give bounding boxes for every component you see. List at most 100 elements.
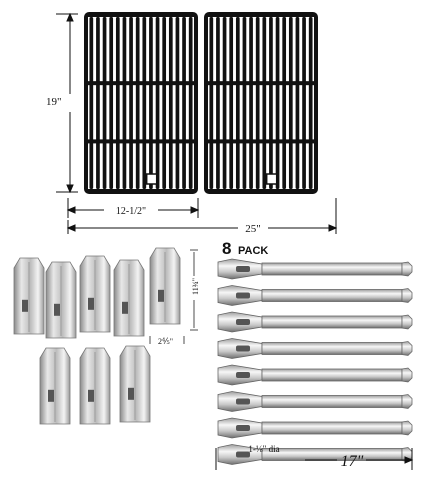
heat-plate-slot: [128, 387, 134, 400]
grate-bar: [102, 17, 107, 189]
grate-crossbar: [86, 81, 196, 86]
grate-bar: [129, 17, 133, 189]
grate-crossbar: [206, 81, 316, 86]
burner-tube: [217, 285, 413, 306]
grate-bar: [262, 17, 267, 189]
grate-bar: [269, 17, 273, 189]
heat-plate-slot: [54, 303, 60, 316]
grate-bar: [229, 17, 234, 189]
grate-crossbar: [86, 139, 196, 144]
grate-bar: [308, 17, 313, 189]
burner-tube: [217, 364, 413, 386]
grate-bar: [182, 17, 186, 189]
grate-bar: [89, 17, 94, 189]
heat-plate-slot: [88, 297, 94, 310]
heat-plate-slot: [48, 389, 54, 402]
burner-air-shutter: [236, 292, 250, 299]
grate-tab: [145, 173, 158, 185]
cooking-grates: [84, 12, 318, 194]
heat-plate-height-dimension: [190, 249, 198, 331]
heat-plate: [39, 347, 71, 425]
burner-body: [261, 315, 403, 329]
cooking-grate-right: [204, 12, 318, 194]
heat-plate: [79, 255, 111, 333]
burner-air-shutter: [236, 451, 250, 458]
burner-body: [261, 448, 403, 461]
arrow-right-icon: [328, 224, 338, 232]
heat-plate-width-label: 2⅘": [158, 337, 173, 346]
grate-bar: [302, 17, 306, 189]
burner-end: [401, 394, 413, 409]
burner-air-shutter: [236, 372, 250, 378]
burner-tube: [217, 391, 413, 412]
burner-tube: [217, 258, 413, 280]
burner-air-shutter: [236, 319, 250, 325]
burner-end: [401, 367, 413, 383]
burner-air-shutter: [236, 425, 250, 431]
pack-label: PACK: [238, 245, 268, 257]
burner-body: [261, 289, 403, 302]
grate-bar: [168, 17, 173, 189]
burner-end: [401, 288, 413, 303]
burner-body: [261, 262, 403, 276]
grate-bar: [142, 17, 147, 189]
heat-plate-slot: [22, 299, 28, 312]
burner-air-shutter: [236, 266, 250, 272]
grate-bar: [249, 17, 253, 189]
grate-bar: [122, 17, 127, 189]
burner-end: [401, 261, 413, 277]
grate-bar: [295, 17, 300, 189]
heat-plate: [13, 257, 45, 335]
heat-plate: [45, 261, 77, 339]
grate-bar: [209, 17, 214, 189]
grate-bar: [282, 17, 287, 189]
burner-body: [261, 395, 403, 408]
burner-body: [261, 421, 403, 435]
grate-width-label: 12-1/2": [116, 206, 146, 217]
burner-tube: [217, 444, 413, 465]
burner-body: [261, 342, 403, 355]
heat-plate-slot: [88, 389, 94, 402]
grate-bar: [162, 17, 167, 189]
grate-bar: [135, 17, 140, 189]
cooking-grate-left: [84, 12, 198, 194]
grate-bar: [255, 17, 260, 189]
grate-bar: [242, 17, 247, 189]
arrow-up-icon: [66, 12, 74, 22]
grate-bar: [96, 17, 100, 189]
grate-crossbar: [206, 139, 316, 144]
arrow-right-icon: [404, 456, 414, 464]
grate-bar: [149, 17, 153, 189]
burner-tube: [217, 338, 413, 359]
heat-plates: [13, 247, 181, 425]
grate-bar: [275, 17, 280, 189]
arrow-left-icon: [66, 206, 76, 214]
arrow-right-icon: [190, 206, 200, 214]
heat-plate-width-dimension: [149, 336, 185, 344]
grate-bar: [175, 17, 180, 189]
grate-bar: [288, 17, 293, 189]
burner-length-dimension: [215, 448, 414, 470]
grate-tab: [265, 173, 278, 185]
grate-bar: [188, 17, 193, 189]
heat-plate: [79, 347, 111, 425]
burner-air-shutter: [236, 345, 250, 352]
burner-diameter-label: 1-⅛" dia: [248, 444, 279, 454]
grate-height-label: 19": [46, 96, 62, 108]
burner-tube: [217, 417, 413, 439]
heat-plate-slot: [122, 301, 128, 314]
burner-end: [401, 420, 413, 436]
burner-end: [401, 341, 413, 356]
grate-bar: [216, 17, 220, 189]
arrow-left-icon: [66, 224, 76, 232]
heat-plate: [149, 247, 181, 325]
grates-total-width-dimension: [66, 198, 338, 234]
burner-air-shutter: [236, 398, 250, 405]
grate-bar: [235, 17, 240, 189]
heat-plate: [119, 345, 151, 423]
burner-length-label: 17": [341, 453, 364, 470]
pack-count: 8: [222, 239, 231, 258]
heat-plate: [113, 259, 145, 337]
grates-total-width-label: 25": [245, 223, 261, 235]
